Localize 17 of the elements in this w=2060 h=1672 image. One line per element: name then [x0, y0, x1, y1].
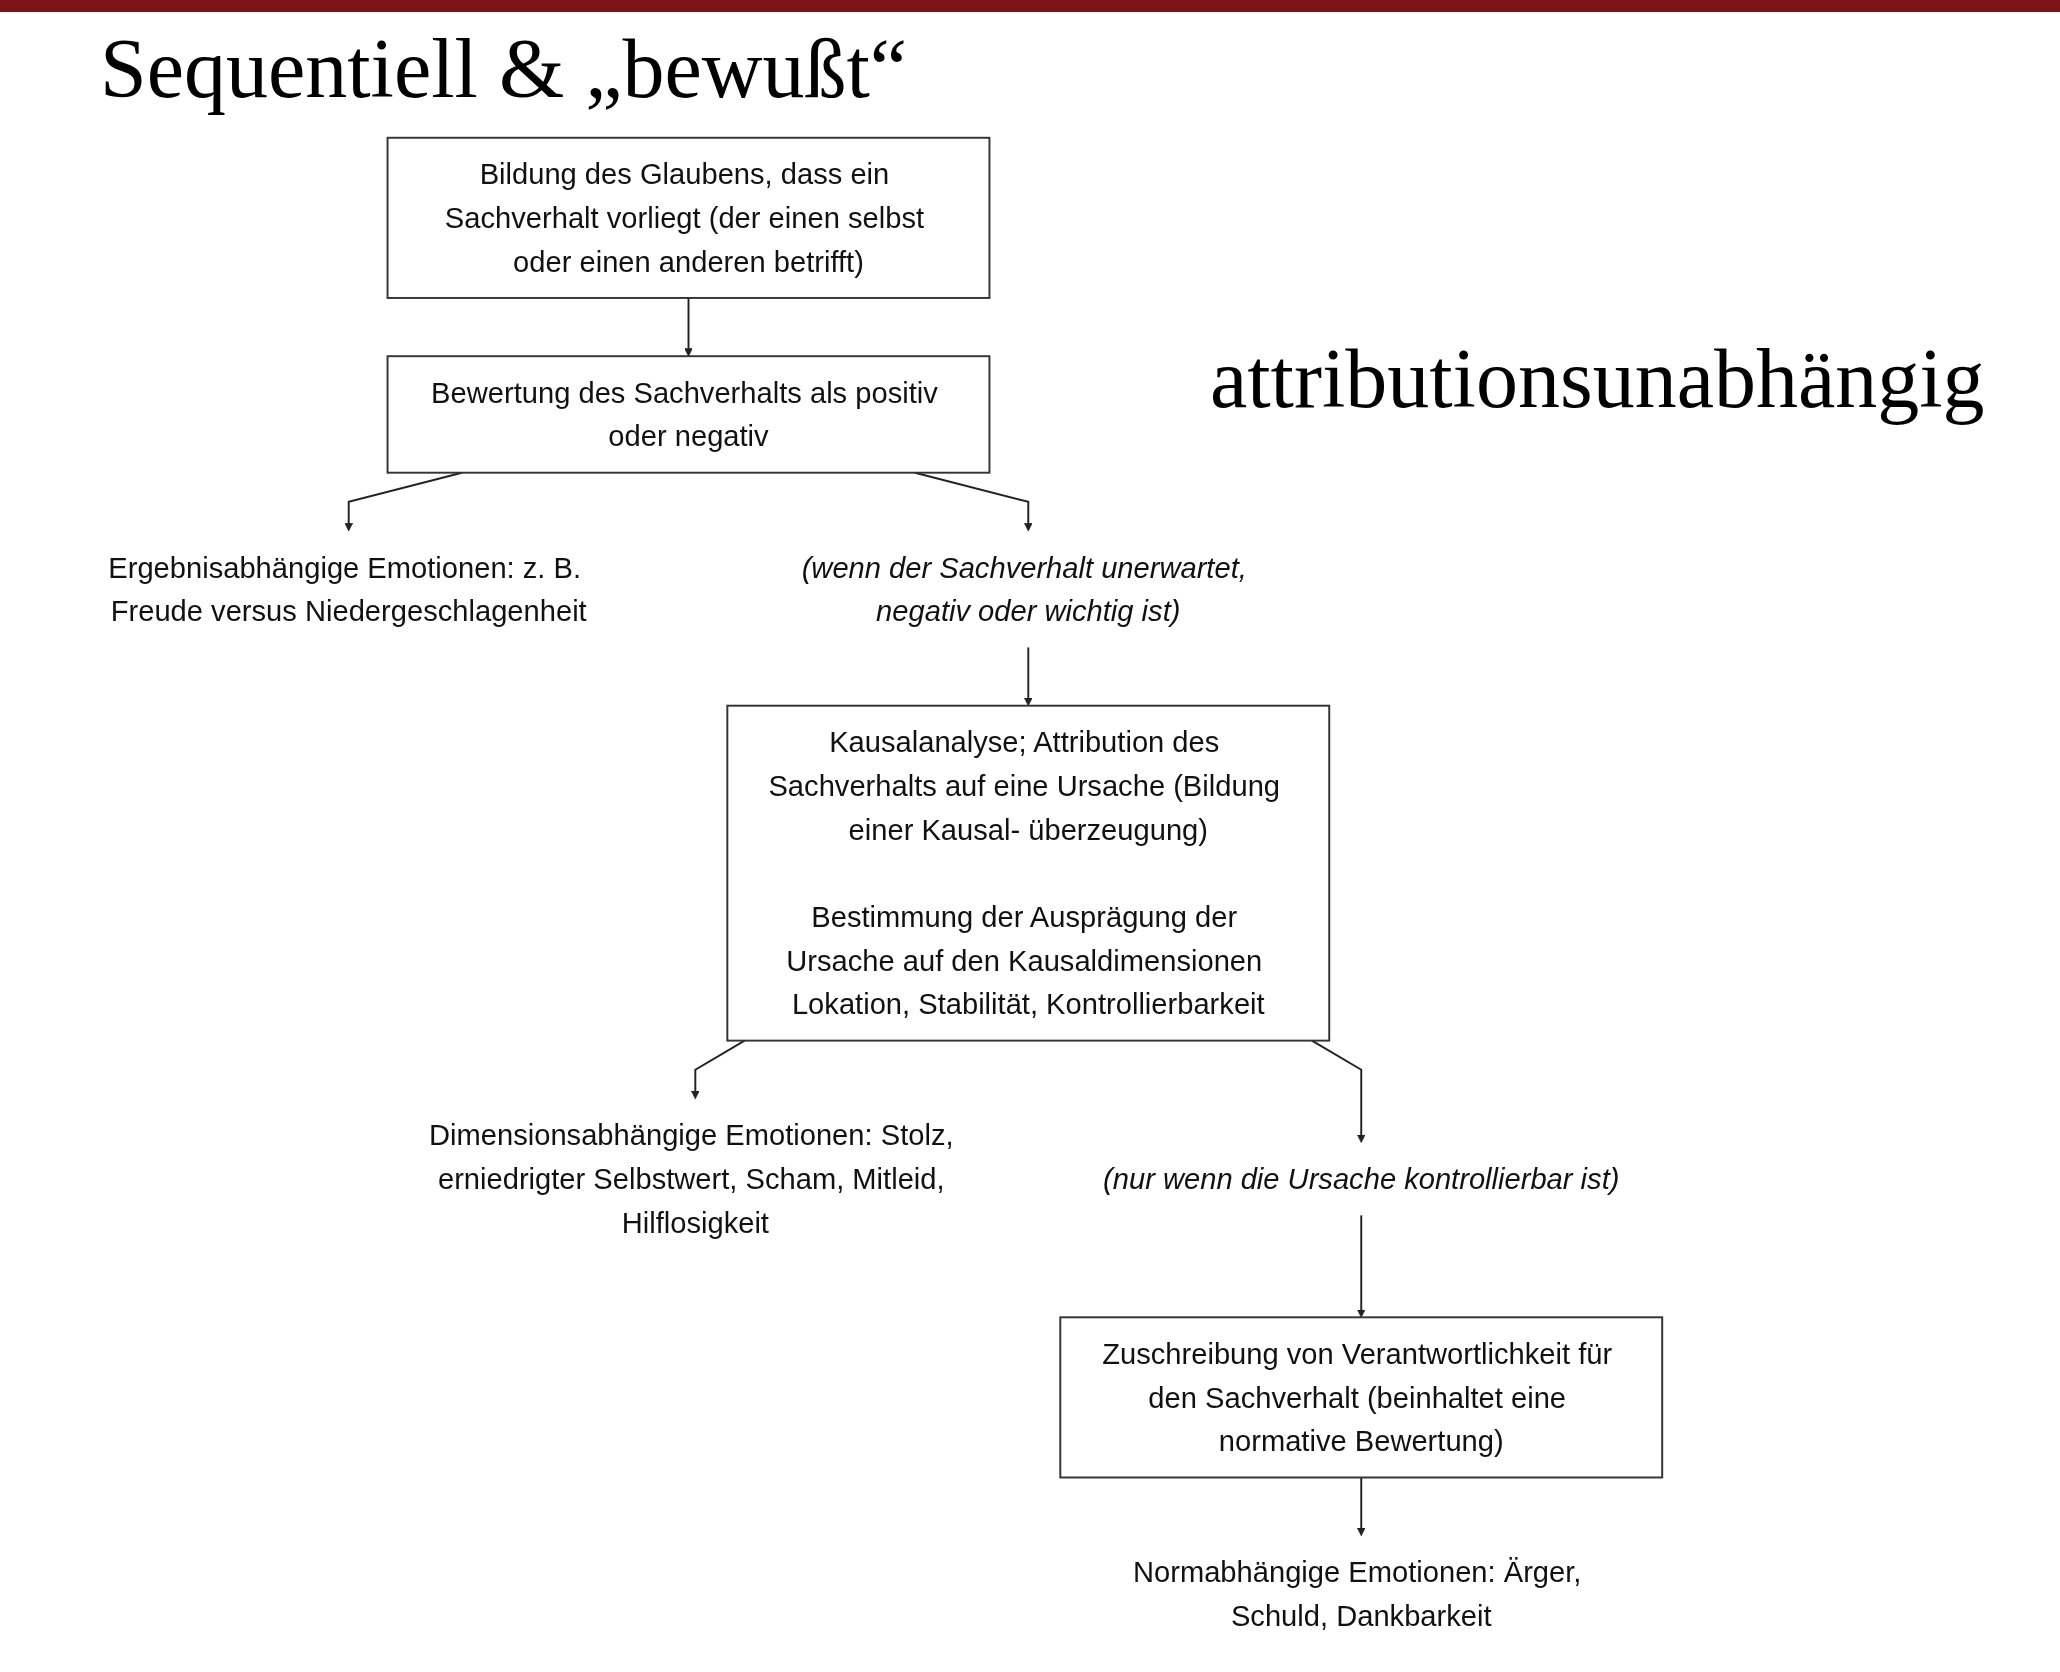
- heading-label: attributionsunabhängig: [1210, 331, 1985, 427]
- node-text: (wenn der Sachverhalt unerwartet, negativ oder wichtig ist): [801, 551, 1247, 628]
- title: Sequentiell & „bewußt“: [100, 21, 908, 117]
- node-text: Ergebnisabhängige Emotionen: z. B. Freude versus Niedergeschlagenheit: [108, 551, 587, 628]
- node-box: Bildung des Glaubens, dass ein Sachverhalt vorliegt (der einen selbst oder einen anderen betrifft): [386, 136, 991, 299]
- arrow: [1357, 1214, 1366, 1318]
- node-box: Zuschreibung von Verantwortlichkeit für den Sachverhalt (beinhaltet eine normative Bewertung): [1059, 1316, 1664, 1479]
- node-box: Kausalanalyse; Attribution des Sachverhalts auf eine Ursache (Bildung einer Kausal- überzeugung) Bestimmung der Ausprägung der Ursache auf den Kausaldimensionen Lokation, Stabilität, Kontrollierbarkeit: [726, 704, 1331, 1042]
- arrow: [1357, 1476, 1366, 1537]
- arrow: [691, 1039, 746, 1100]
- arrow: [1024, 646, 1033, 707]
- node-text: (nur wenn die Ursache kontrollierbar ist): [1103, 1162, 1620, 1195]
- node-text: Normabhängige Emotionen: Ärger, Schuld, Dankbarkeit: [1132, 1556, 1582, 1632]
- arrow: [684, 296, 693, 357]
- arrow: [1310, 1039, 1366, 1143]
- node-text: Dimensionsabhängige Emotionen: Stolz, erniedrigter Selbstwert, Scham, Mitleid, Hilflosigkeit: [428, 1119, 954, 1239]
- node-box: Bewertung des Sachverhalts als positiv oder negativ: [386, 355, 991, 474]
